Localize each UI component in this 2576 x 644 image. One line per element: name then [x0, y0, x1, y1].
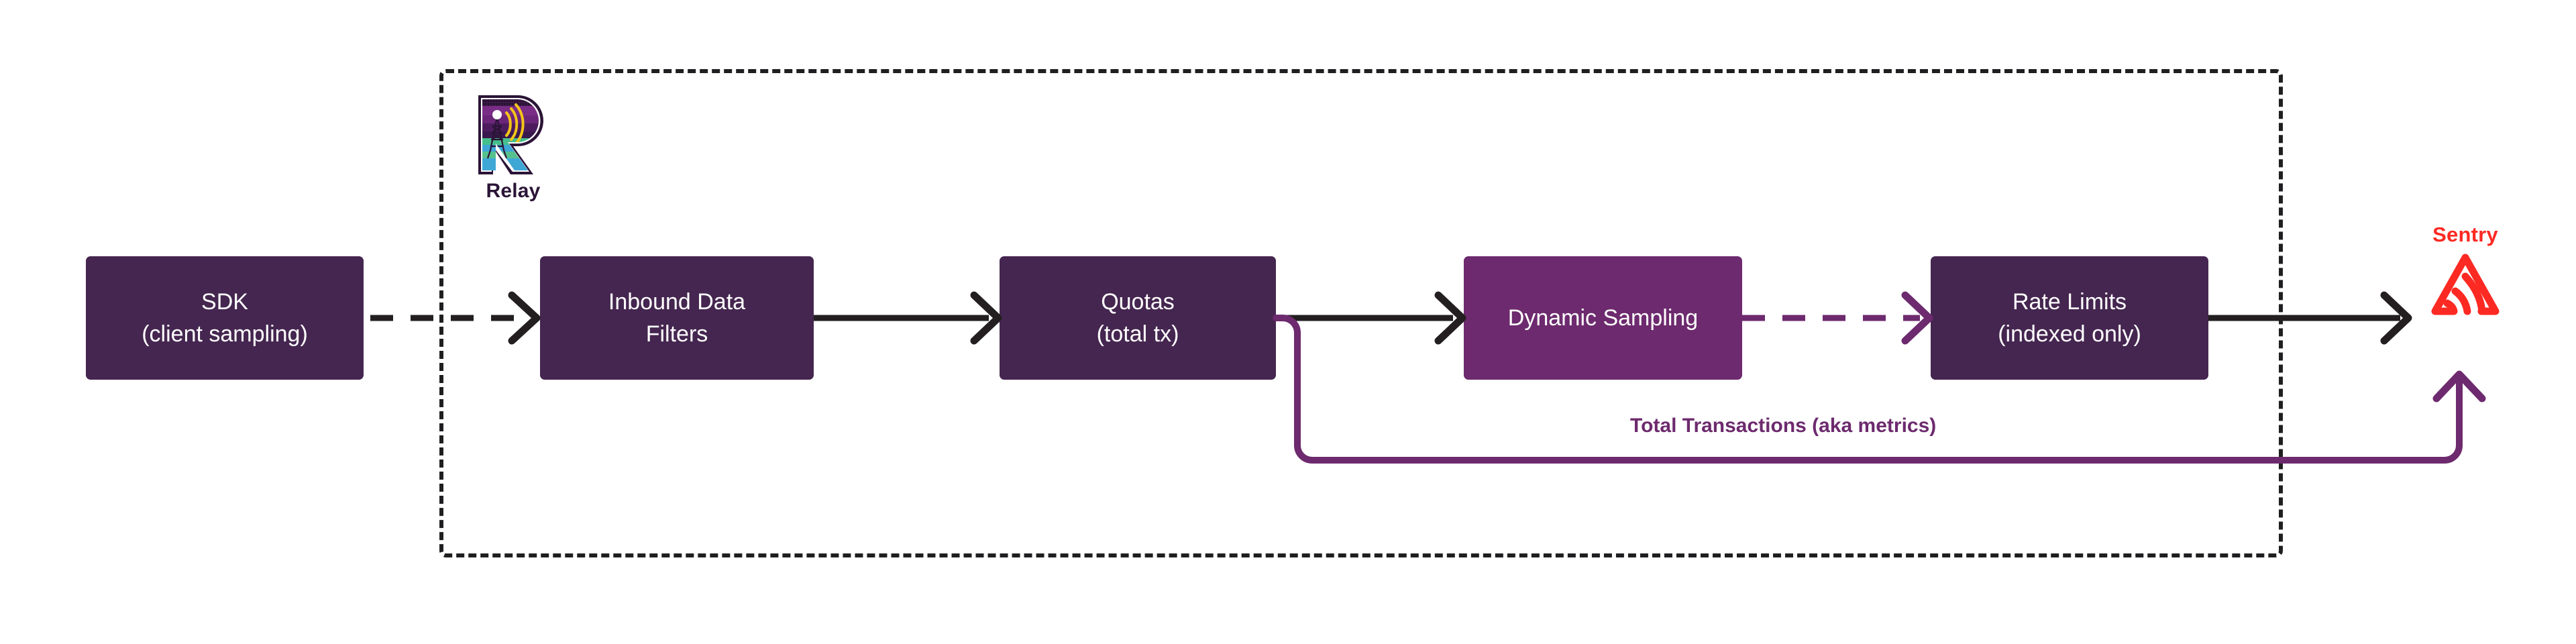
- relay-logo-group: Relay: [470, 94, 557, 203]
- node-rate-line2: (indexed only): [1998, 321, 2141, 347]
- node-filters-line1: Inbound Data: [608, 288, 746, 315]
- relay-boundary: [439, 69, 2283, 557]
- node-quotas[interactable]: Quotas (total tx): [1000, 256, 1276, 380]
- sentry-label: Sentry: [2432, 223, 2498, 246]
- node-quotas-line2: (total tx): [1096, 321, 1179, 347]
- relay-logo-icon: [478, 95, 543, 174]
- node-filters-line2: Filters: [645, 321, 708, 347]
- node-quotas-line1: Quotas: [1101, 288, 1175, 315]
- metrics-path-label: Total Transactions (aka metrics): [1630, 415, 1937, 437]
- sentry-logo-icon: [2431, 254, 2500, 315]
- node-inbound-data-filters[interactable]: Inbound Data Filters: [540, 256, 814, 380]
- relay-label: Relay: [486, 180, 541, 202]
- node-sdk-line2: (client sampling): [142, 321, 308, 347]
- node-sdk[interactable]: SDK (client sampling): [86, 256, 364, 380]
- node-rate-limits[interactable]: Rate Limits (indexed only): [1931, 256, 2208, 380]
- node-dynamic-line1: Dynamic Sampling: [1507, 305, 1699, 331]
- node-sdk-line1: SDK: [201, 288, 248, 315]
- node-dynamic-sampling[interactable]: Dynamic Sampling: [1464, 256, 1742, 380]
- node-rate-line1: Rate Limits: [2012, 288, 2127, 315]
- sentry-endpoint-group: Sentry: [2408, 223, 2522, 322]
